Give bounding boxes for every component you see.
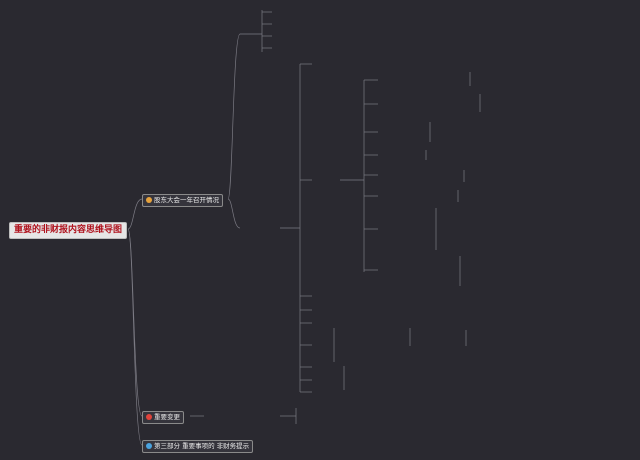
connector-m1-mid <box>227 198 241 229</box>
main-node-2-label: 重要变更 <box>154 413 180 421</box>
main-node-3[interactable]: 第三部分 重要事项的 非财务提示 <box>142 440 254 453</box>
warning-icon <box>146 414 152 420</box>
main-node-3-label: 第三部分 重要事项的 非财务提示 <box>154 442 250 450</box>
root-label: 重要的非财报内容思维导图 <box>14 225 123 235</box>
connector-root-main-1 <box>127 198 143 230</box>
star-icon <box>146 443 152 449</box>
main-node-2[interactable]: 重要变更 <box>142 411 184 424</box>
main-node-1[interactable]: 股东大会一年召开情况 <box>142 194 223 207</box>
connector-lines <box>127 10 481 446</box>
trophy-icon <box>146 197 152 203</box>
connector-root-main-2 <box>127 228 143 417</box>
main-node-1-label: 股东大会一年召开情况 <box>154 196 219 204</box>
root-node[interactable]: 重要的非财报内容思维导图 <box>9 222 128 239</box>
connector-root-main-3 <box>127 228 143 446</box>
connector-m1-top <box>227 33 241 200</box>
